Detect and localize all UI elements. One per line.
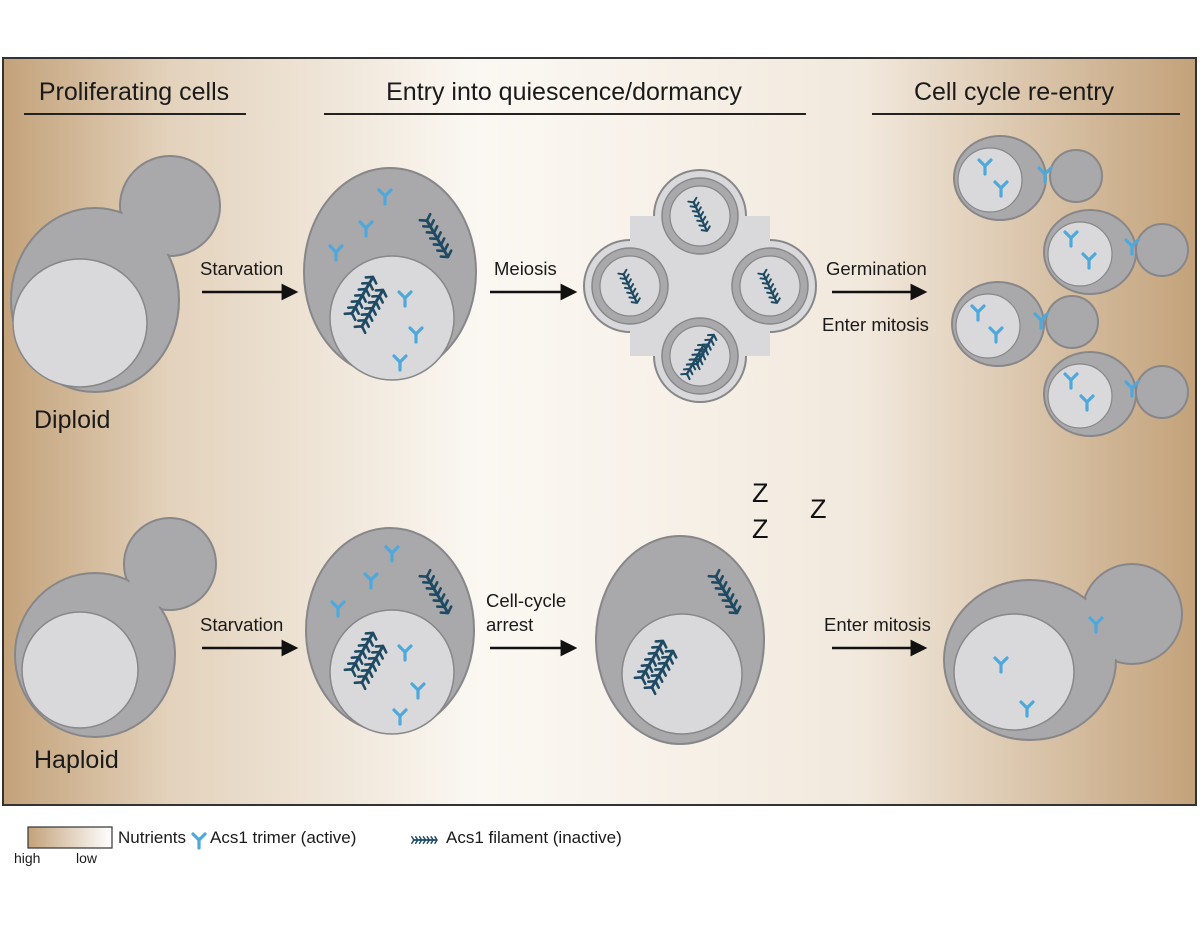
label-diploid: Diploid [34, 406, 111, 434]
legend-trimer: Acs1 trimer (active) [210, 828, 357, 847]
sleep-z-3: Z [810, 494, 827, 524]
header-proliferating: Proliferating cells [38, 78, 230, 106]
germinated-cell-1 [953, 135, 1103, 221]
legend-filament-icon [410, 835, 438, 845]
haploid-reentry-cell [943, 563, 1183, 741]
label-haploid-starvation: Starvation [200, 614, 284, 635]
label-enter-mitosis-diploid: Enter mitosis [822, 314, 929, 335]
label-meiosis: Meiosis [494, 258, 557, 279]
label-haploid: Haploid [34, 746, 119, 774]
label-germination: Germination [826, 258, 927, 279]
tetrad-ascus [583, 169, 817, 403]
haploid-arrested-cell [595, 535, 765, 745]
label-diploid-starvation: Starvation [200, 258, 284, 279]
haploid-proliferating-cell [14, 517, 217, 738]
legend-high: high [14, 850, 41, 866]
diploid-starved-cell [303, 167, 477, 381]
header-quiescence-underline [324, 113, 806, 115]
diploid-proliferating-cell [10, 155, 221, 393]
header-reentry-underline [872, 113, 1180, 115]
legend-trimer-icon [191, 832, 207, 850]
header-proliferating-underline [24, 113, 246, 115]
legend-filament: Acs1 filament (inactive) [446, 828, 622, 847]
germinated-cell-4 [1043, 351, 1189, 437]
label-arrest: arrest [486, 614, 534, 635]
legend-low: low [76, 850, 98, 866]
nutrient-legend-bar [27, 826, 113, 849]
header-reentry: Cell cycle re-entry [913, 78, 1115, 106]
legend-nutrients: Nutrients [118, 828, 187, 847]
germinated-cell-2 [1043, 209, 1189, 295]
sleep-z-1: Z [752, 478, 769, 508]
label-enter-mitosis-haploid: Enter mitosis [824, 614, 931, 635]
header-quiescence: Entry into quiescence/dormancy [386, 78, 742, 106]
sleep-z-2: Z [752, 514, 769, 544]
germinated-cell-3 [951, 281, 1099, 367]
haploid-starved-cell [305, 527, 475, 735]
label-cell-cycle: Cell-cycle [486, 590, 567, 611]
